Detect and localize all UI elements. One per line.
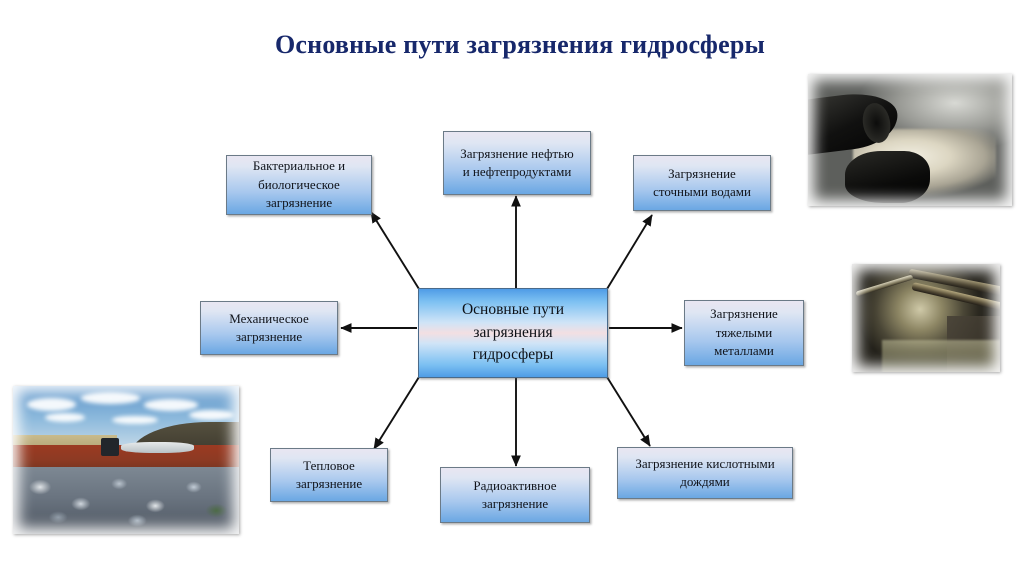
node-wastewater-pollution[interactable]: Загрязнение сточными водами xyxy=(633,155,771,211)
page-title: Основные пути загрязнения гидросферы xyxy=(274,30,766,59)
photo-wastewater-pipe xyxy=(808,74,1012,206)
node-thermal-pollution[interactable]: Тепловое загрязнение xyxy=(270,448,388,502)
photo-wastewater-pipe-content xyxy=(808,74,1012,206)
node-center-main-pathways[interactable]: Основные пути загрязнения гидросферы xyxy=(418,288,608,378)
photo-landfill xyxy=(13,386,239,534)
node-oil-pollution[interactable]: Загрязнение нефтью и нефтепродуктами xyxy=(443,131,591,195)
node-label: Радиоактивное загрязнение xyxy=(473,477,557,511)
connector-center-to-thermal xyxy=(373,376,420,450)
node-label: Механическое загрязнение xyxy=(229,310,309,344)
node-label: Загрязнение нефтью и нефтепродуктами xyxy=(460,145,574,179)
photo-sewer-tunnel-content xyxy=(852,264,1000,372)
node-radioactive-pollution[interactable]: Радиоактивное загрязнение xyxy=(440,467,590,523)
connector-center-to-acid-rain xyxy=(606,376,651,447)
node-label: Основные пути загрязнения гидросферы xyxy=(461,301,564,364)
node-mechanical-pollution[interactable]: Механическое загрязнение xyxy=(200,301,338,355)
node-acid-rain-pollution[interactable]: Загрязнение кислотными дождями xyxy=(617,447,793,499)
node-label: Загрязнение сточными водами xyxy=(653,165,751,199)
photo-landfill-content xyxy=(13,386,239,534)
photo-sewer-tunnel xyxy=(852,264,1000,372)
connector-center-to-wastewater xyxy=(606,214,653,290)
node-label: Тепловое загрязнение xyxy=(295,457,363,491)
node-heavy-metals-pollution[interactable]: Загрязнение тяжелыми металлами xyxy=(684,300,804,366)
connector-center-to-bacterial xyxy=(370,211,420,290)
node-label: Бактериальное и биологическое загрязнени… xyxy=(252,158,346,211)
node-label: Загрязнение кислотными дождями xyxy=(635,455,775,489)
node-label: Загрязнение тяжелыми металлами xyxy=(710,306,778,359)
node-bacterial-biological-pollution[interactable]: Бактериальное и биологическое загрязнени… xyxy=(226,155,372,215)
